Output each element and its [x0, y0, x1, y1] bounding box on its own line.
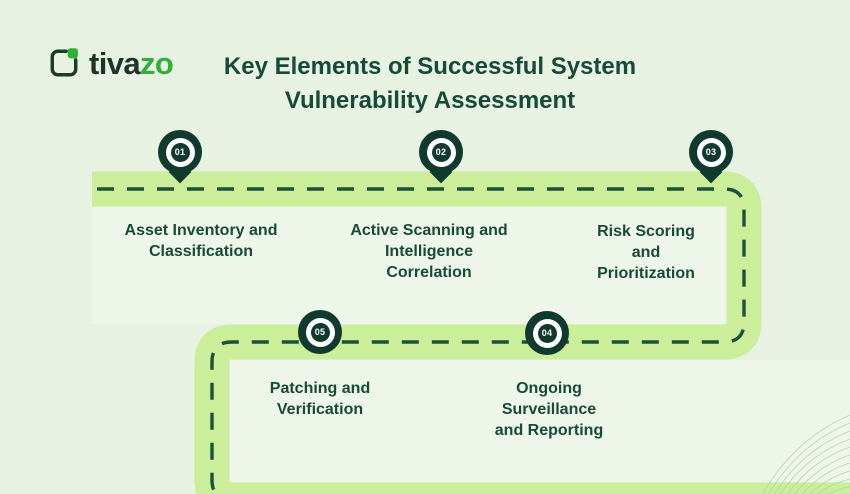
step-label-01: Asset Inventory and Classification [124, 222, 278, 260]
step-number-03: 03 [701, 142, 721, 162]
inner-panel-top [92, 207, 726, 324]
step-marker-04: 04 [525, 311, 569, 355]
marker-ring: 05 [305, 317, 335, 347]
step-marker-01: 01 [158, 130, 202, 184]
tivazo-logo-icon [50, 48, 78, 77]
brand-name-accent: zo [140, 45, 174, 81]
page-title: Key Elements of Successful System Vulner… [223, 53, 637, 114]
road-dashed-centerline [97, 187, 746, 494]
step-number-01: 01 [170, 142, 190, 162]
brand-name-dark: tiva [89, 45, 141, 81]
step-marker-02: 02 [419, 130, 463, 184]
step-number-04: 04 [537, 323, 557, 343]
step-label-05: Patching and Verification [269, 380, 371, 418]
step-label-02: Active Scanning and Intelligence Correla… [350, 222, 508, 281]
corner-swirl-decoration [762, 414, 850, 494]
step-marker-03: 03 [689, 130, 733, 184]
marker-ring: 04 [532, 318, 562, 348]
step-number-05: 05 [310, 322, 330, 342]
inner-panel-bottom [230, 360, 850, 482]
step-label-03: Risk Scoring and Prioritization [597, 223, 695, 282]
marker-ring: 02 [426, 137, 456, 167]
marker-ring: 01 [165, 137, 195, 167]
brand-name: tivazo [89, 45, 174, 81]
step-number-02: 02 [431, 142, 451, 162]
step-label-04: Ongoing Surveillance and Reporting [494, 380, 604, 439]
brand-logo: tivazo [48, 45, 174, 81]
step-marker-05: 05 [298, 310, 342, 354]
marker-ring: 03 [696, 137, 726, 167]
